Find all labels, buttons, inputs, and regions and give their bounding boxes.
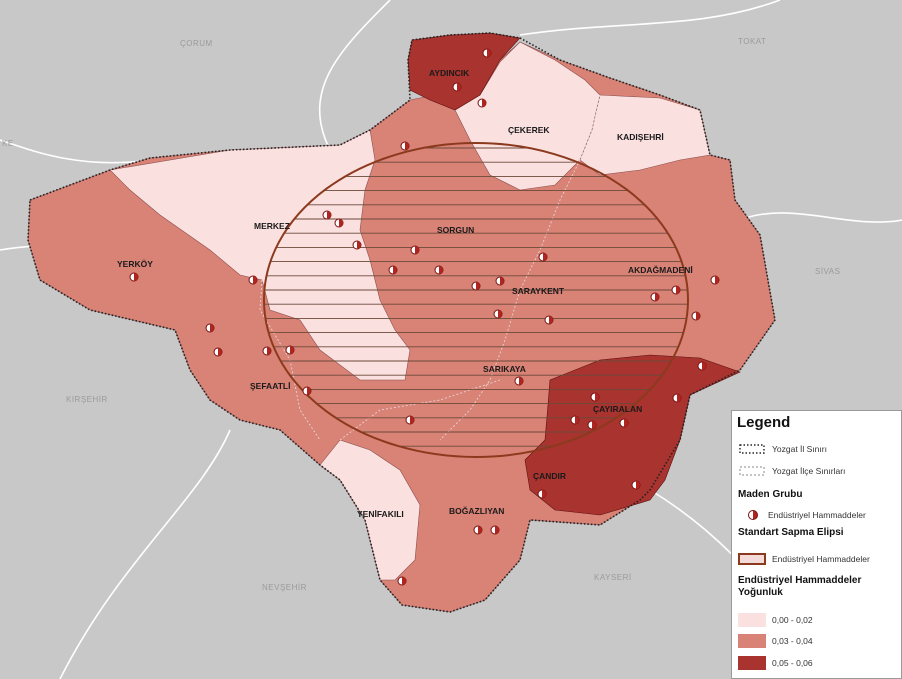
standard-deviation-ellipse: [263, 142, 689, 458]
district-label-saraykent: SARAYKENT: [512, 286, 565, 296]
neighbor-label-kirsehir: KIRŞEHİR: [66, 395, 108, 404]
legend-point-label: Endüstriyel Hammaddeler: [768, 510, 866, 520]
mineral-point: [434, 265, 444, 275]
mineral-points: [129, 48, 720, 586]
legend-density-heading: Endüstriyel Hammaddeler Yoğunluk: [738, 575, 862, 598]
mineral-point: [587, 420, 597, 430]
mineral-point: [495, 276, 505, 286]
mineral-point: [334, 218, 344, 228]
province-boundary-swatch: [739, 444, 765, 454]
legend-class-low-label: 0,00 - 0,02: [772, 615, 813, 625]
mineral-point: [691, 311, 701, 321]
legend-ellipse-label: Endüstriyel Hammaddeler: [772, 554, 870, 564]
class-low-swatch: [738, 613, 766, 627]
district-label-cekerek: ÇEKEREK: [508, 125, 550, 135]
mineral-point: [248, 275, 258, 285]
mineral-point: [452, 82, 462, 92]
legend-group-heading: Maden Grubu: [738, 489, 803, 500]
legend-province-boundary-label: Yozgat İl Sınırı: [772, 444, 827, 454]
legend-class-high-label: 0,05 - 0,06: [772, 658, 813, 668]
province-boundary: [27, 32, 776, 613]
mineral-point: [352, 240, 362, 250]
mineral-point: [619, 418, 629, 428]
mineral-point: [302, 386, 312, 396]
mineral-point: [672, 393, 682, 403]
neighbor-label-corum: ÇORUM: [180, 39, 213, 48]
mineral-point: [493, 309, 503, 319]
district-label-bogazliyan: BOĞAZLIYAN: [449, 505, 504, 516]
mineral-point: [697, 361, 707, 371]
district-label-sarikaya: SARIKAYA: [483, 364, 526, 374]
mineral-point: [514, 376, 524, 386]
mineral-point: [262, 346, 272, 356]
legend-item-district-boundary: Yozgat İlçe Sınırları: [738, 465, 845, 477]
neighbor-label-tokat: TOKAT: [738, 37, 766, 46]
legend-item-point: Endüstriyel Hammaddeler: [738, 510, 866, 520]
legend-item-ellipse: Endüstriyel Hammaddeler: [738, 553, 870, 565]
district-labels: AYDINCIK ÇEKEREK KADIŞEHRİ MERKEZ SORGUN…: [117, 68, 693, 519]
district-label-yenifakili: YENİFAKILI: [357, 509, 404, 519]
mineral-point: [205, 323, 215, 333]
mineral-point: [473, 525, 483, 535]
legend-panel: Legend Yozgat İl Sınırı Yozgat İlçe Sını…: [731, 410, 902, 679]
mineral-point: [213, 347, 223, 357]
mineral-point: [671, 285, 681, 295]
district-label-merkez: MERKEZ: [254, 221, 290, 231]
mineral-point: [538, 252, 548, 262]
district-polygons: [27, 32, 776, 613]
mineral-point: [650, 292, 660, 302]
mineral-point: [544, 315, 554, 325]
mineral-point: [410, 245, 420, 255]
mineral-point: [129, 272, 139, 282]
neighbor-label-nevsehir: NEVŞEHİR: [262, 583, 307, 592]
mineral-point: [570, 415, 580, 425]
district-label-candir: ÇANDIR: [533, 471, 566, 481]
district-label-kadisehri: KADIŞEHRİ: [617, 132, 664, 142]
mineral-point: [477, 98, 487, 108]
mineral-point: [482, 48, 492, 58]
district-label-cayiralan: ÇAYIRALAN: [593, 404, 642, 414]
legend-item-class-low: 0,00 - 0,02: [738, 613, 813, 627]
mineral-point: [405, 415, 415, 425]
mineral-point: [388, 265, 398, 275]
district-boundaries: [259, 94, 601, 441]
district-polygon-yenifakili: [319, 439, 421, 581]
mineral-point: [537, 489, 547, 499]
district-boundary-swatch: [739, 466, 765, 476]
district-polygon-merkez: [109, 129, 411, 381]
mineral-point: [490, 525, 500, 535]
legend-item-class-mid: 0,03 - 0,04: [738, 634, 813, 648]
legend-item-province-boundary: Yozgat İl Sınırı: [738, 443, 827, 455]
mineral-point: [631, 480, 641, 490]
neighbor-label-partial: KE: [2, 139, 14, 148]
legend-district-boundary-label: Yozgat İlçe Sınırları: [772, 466, 846, 476]
district-label-aydincik: AYDINCIK: [429, 68, 470, 78]
mineral-point: [285, 345, 295, 355]
district-label-sefaatli: ŞEFAATLİ: [250, 381, 290, 391]
mineral-point: [710, 275, 720, 285]
neighbor-label-sivas: SİVAS: [815, 267, 840, 276]
legend-title: Legend: [737, 414, 791, 431]
mineral-point: [400, 141, 410, 151]
legend-item-class-high: 0,05 - 0,06: [738, 656, 813, 670]
legend-ellipse-heading: Standart Sapma Elipsi: [738, 527, 844, 538]
mineral-point: [590, 392, 600, 402]
ellipse-swatch: [738, 553, 766, 565]
district-label-yerkoy: YERKÖY: [117, 259, 153, 269]
class-high-swatch: [738, 656, 766, 670]
neighbor-label-kayseri: KAYSERİ: [594, 573, 632, 582]
mineral-point: [322, 210, 332, 220]
legend-class-mid-label: 0,03 - 0,04: [772, 636, 813, 646]
mineral-point-symbol-icon: [748, 510, 758, 520]
mineral-point: [397, 576, 407, 586]
mineral-point: [471, 281, 481, 291]
district-label-sorgun: SORGUN: [437, 225, 474, 235]
class-mid-swatch: [738, 634, 766, 648]
district-label-akdagmadeni: AKDAĞMADENİ: [628, 264, 693, 275]
